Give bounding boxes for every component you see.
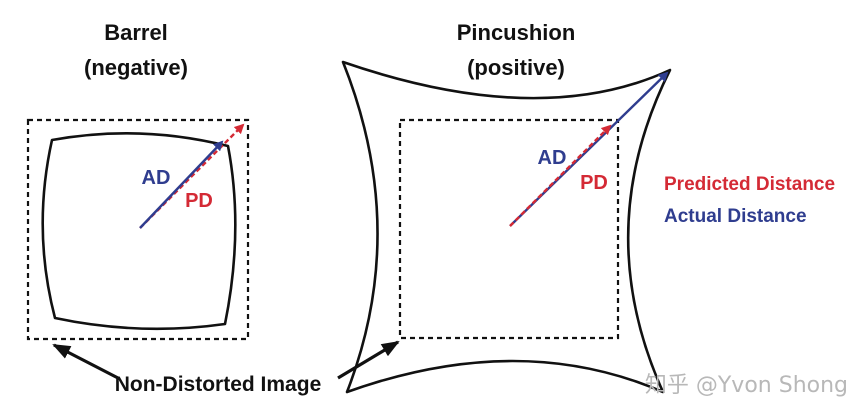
- legend-actual-distance: Actual Distance: [664, 206, 807, 227]
- callout-arrow-left: [52, 343, 119, 380]
- barrel-title-line2: (negative): [84, 55, 188, 80]
- barrel-ad-arrow: [139, 140, 224, 229]
- pincushion-undistorted-frame: [398, 118, 620, 340]
- barrel-ad-label: AD: [142, 167, 171, 189]
- barrel-pd-label: PD: [185, 190, 213, 212]
- pincushion-title-line2: (positive): [467, 55, 565, 80]
- callout-arrow-right: [337, 340, 400, 380]
- pincushion-ad-label: AD: [538, 147, 567, 169]
- barrel-undistorted-frame: [26, 118, 250, 341]
- legend-predicted-distance: Predicted Distance: [664, 174, 835, 195]
- pincushion-pd-label: PD: [580, 172, 608, 194]
- watermark-text: 知乎 @Yvon Shong: [645, 373, 848, 398]
- non-distorted-image-label: Non-Distorted Image: [115, 373, 322, 396]
- barrel-distorted-shape: [41, 131, 237, 331]
- pincushion-distorted-shape: [341, 60, 672, 394]
- pincushion-title-line1: Pincushion: [457, 20, 576, 45]
- barrel-title-line1: Barrel: [104, 20, 168, 45]
